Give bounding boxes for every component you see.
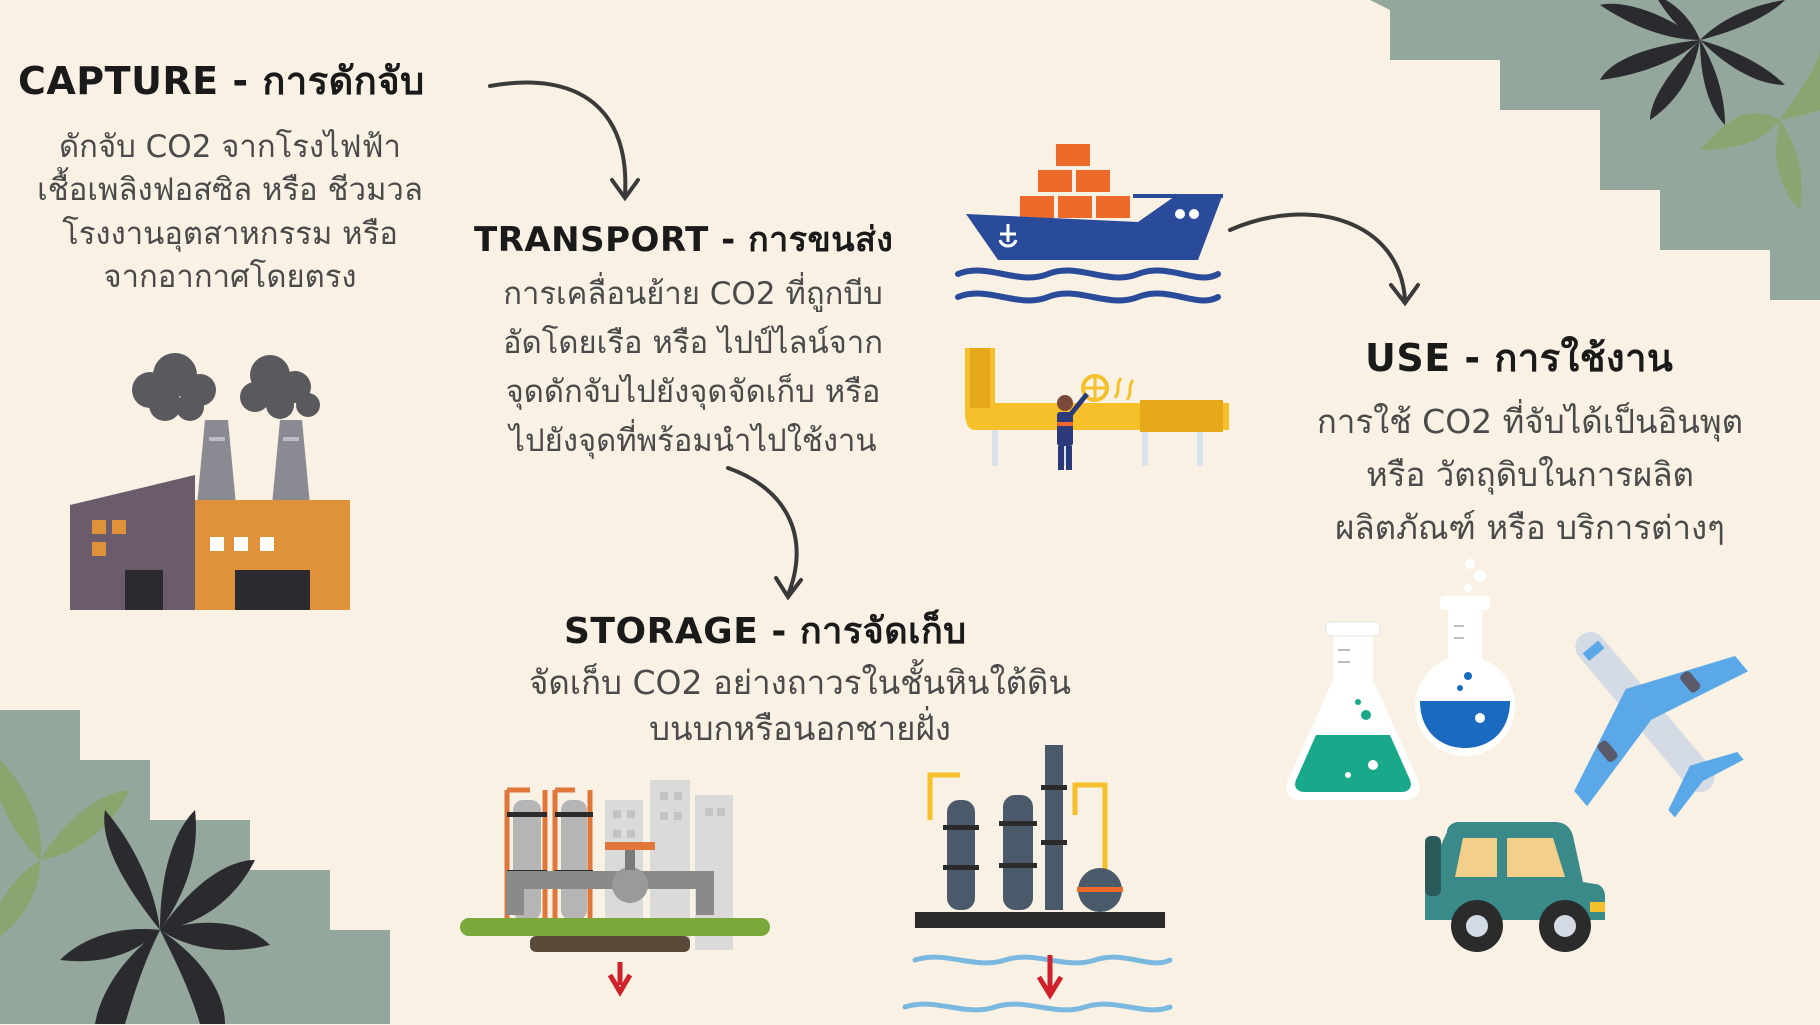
cargo-ship-icon xyxy=(955,144,1223,304)
leaf-icon xyxy=(60,810,270,1024)
airplane-icon xyxy=(1574,631,1748,818)
round-flask-icon xyxy=(1415,559,1515,756)
leaf-icon xyxy=(0,760,130,937)
storage-body: จัดเก็บ CO2 อย่างถาวรในชั้นหินใต้ดิน บนบ… xyxy=(528,663,1071,749)
offshore-platform-icon xyxy=(902,745,1173,1013)
use-heading: USE - การใช้งาน xyxy=(1365,336,1674,380)
capture-body: ดักจับ CO2 จากโรงไฟฟ้า เชื้อเพลิงฟอสซิล … xyxy=(37,129,423,296)
transport-body: การเคลื่อนย้าย CO2 ที่ถูกบีบ อัดโดยเรือ … xyxy=(502,276,884,459)
pipeline-worker-icon xyxy=(965,348,1229,470)
transport-heading: TRANSPORT - การขนส่ง xyxy=(474,220,894,260)
flask-icon xyxy=(1286,621,1420,800)
capture-heading: CAPTURE - การดักจับ xyxy=(18,59,425,103)
factory-icon xyxy=(70,353,350,610)
onshore-storage-icon xyxy=(460,780,770,997)
leaf-icon xyxy=(1700,50,1820,210)
storage-heading: STORAGE - การจัดเก็บ xyxy=(564,611,967,652)
jeep-icon xyxy=(1425,822,1605,952)
use-body: การใช้ CO2 ที่จับได้เป็นอินพุต หรือ วัตถ… xyxy=(1316,402,1744,547)
leaf-icon xyxy=(1600,0,1785,125)
